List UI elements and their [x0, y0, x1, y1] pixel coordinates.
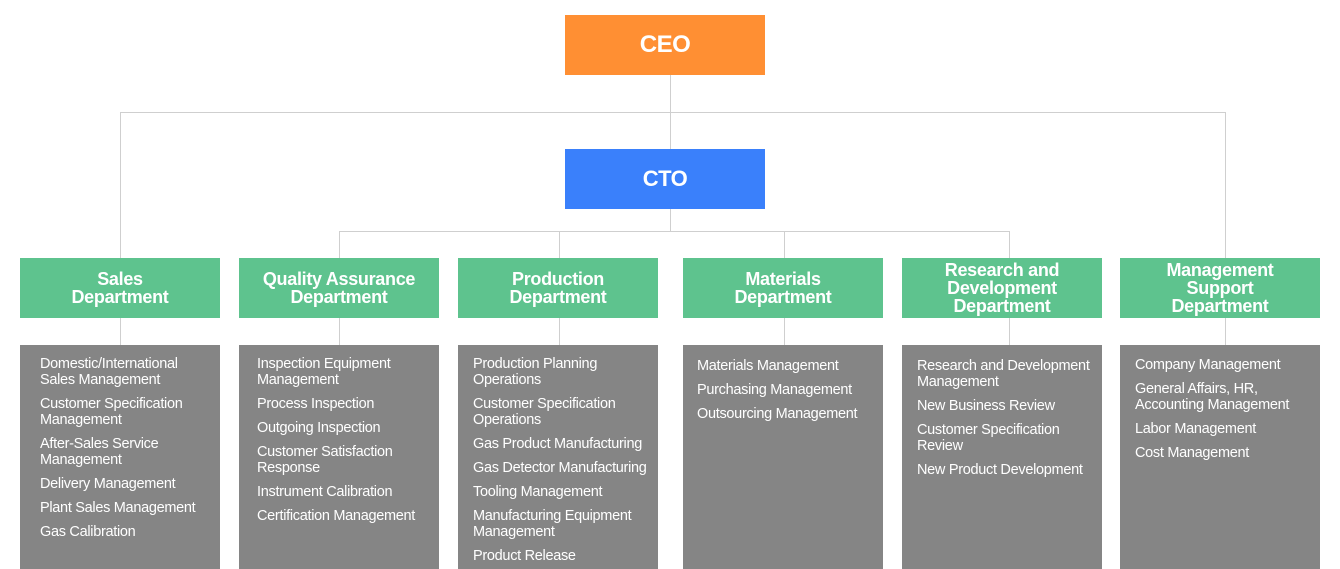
- production-duties-panel: Production Planning Operations Customer …: [458, 345, 658, 569]
- production-drop-connector: [559, 231, 560, 258]
- ceo-branch-connector: [120, 112, 1226, 113]
- duty-item: After-Sales Service Management: [40, 436, 159, 468]
- duty-item: Certification Management: [257, 508, 416, 524]
- dept-sales-header: Sales Department: [20, 258, 220, 318]
- duty-item: Outsourcing Management: [697, 406, 858, 422]
- cto-label: CTO: [642, 166, 688, 191]
- dept-duties-connector: [339, 318, 340, 345]
- duty-item: Inspection Equipment Management: [257, 356, 391, 388]
- qa-drop-connector: [339, 231, 340, 258]
- duty-item: Customer Specification Operations: [473, 396, 616, 428]
- duty-item: Gas Calibration: [40, 524, 136, 540]
- dept-duties-connector: [1225, 318, 1226, 345]
- support-drop-connector: [1225, 112, 1226, 258]
- dept-rnd-header: Research and Development Department: [902, 258, 1102, 318]
- duty-item: Research and Development Management: [917, 358, 1090, 390]
- sales-drop-connector: [120, 112, 121, 258]
- materials-duties-panel: Materials Management Purchasing Manageme…: [683, 345, 883, 569]
- duty-item: Purchasing Management: [697, 382, 852, 398]
- management-support-duties-panel: Company Management General Affairs, HR, …: [1120, 345, 1320, 569]
- duty-item: General Affairs, HR, Accounting Manageme…: [1135, 381, 1290, 413]
- duty-item: Cost Management: [1135, 445, 1249, 461]
- duty-item: Labor Management: [1135, 421, 1256, 437]
- duty-item: Delivery Management: [40, 476, 176, 492]
- dept-duties-connector: [120, 318, 121, 345]
- dept-duties-connector: [784, 318, 785, 345]
- duty-item: Domestic/International Sales Management: [40, 356, 178, 388]
- duty-item: Plant Sales Management: [40, 500, 196, 516]
- duty-item: New Product Development: [917, 462, 1083, 478]
- dept-management-support-header: Management Support Department: [1120, 258, 1320, 318]
- duty-item: Product Release: [473, 548, 576, 564]
- duty-item: Customer Satisfaction Response: [257, 444, 393, 476]
- dept-duties-connector: [559, 318, 560, 345]
- cto-box: CTO: [565, 149, 765, 209]
- ceo-box: CEO: [565, 15, 765, 75]
- duty-item: Manufacturing Equipment Management: [473, 508, 632, 540]
- duty-item: Gas Detector Manufacturing: [473, 460, 647, 476]
- cto-stem-connector: [670, 209, 671, 231]
- dept-materials-header: Materials Department: [683, 258, 883, 318]
- duty-item: Tooling Management: [473, 484, 603, 500]
- duty-item: Customer Specification Review: [917, 422, 1060, 454]
- duty-item: Process Inspection: [257, 396, 375, 412]
- cto-branch-connector: [339, 231, 1010, 232]
- duty-item: New Business Review: [917, 398, 1055, 414]
- duty-item: Customer Specification Management: [40, 396, 183, 428]
- ceo-label: CEO: [639, 31, 691, 58]
- duty-item: Instrument Calibration: [257, 484, 393, 500]
- duty-item: Materials Management: [697, 358, 839, 374]
- dept-quality-assurance-header: Quality Assurance Department: [239, 258, 439, 318]
- rnd-duties-panel: Research and Development Management New …: [902, 345, 1102, 569]
- dept-production-header: Production Department: [458, 258, 658, 318]
- duty-item: Production Planning Operations: [473, 356, 598, 388]
- quality-assurance-duties-panel: Inspection Equipment Management Process …: [239, 345, 439, 569]
- dept-duties-connector: [1009, 318, 1010, 345]
- duty-item: Gas Product Manufacturing: [473, 436, 643, 452]
- rnd-drop-connector: [1009, 231, 1010, 258]
- duty-item: Outgoing Inspection: [257, 420, 381, 436]
- duty-item: Company Management: [1135, 357, 1281, 373]
- materials-drop-connector: [784, 231, 785, 258]
- sales-duties-panel: Domestic/International Sales Management …: [20, 345, 220, 569]
